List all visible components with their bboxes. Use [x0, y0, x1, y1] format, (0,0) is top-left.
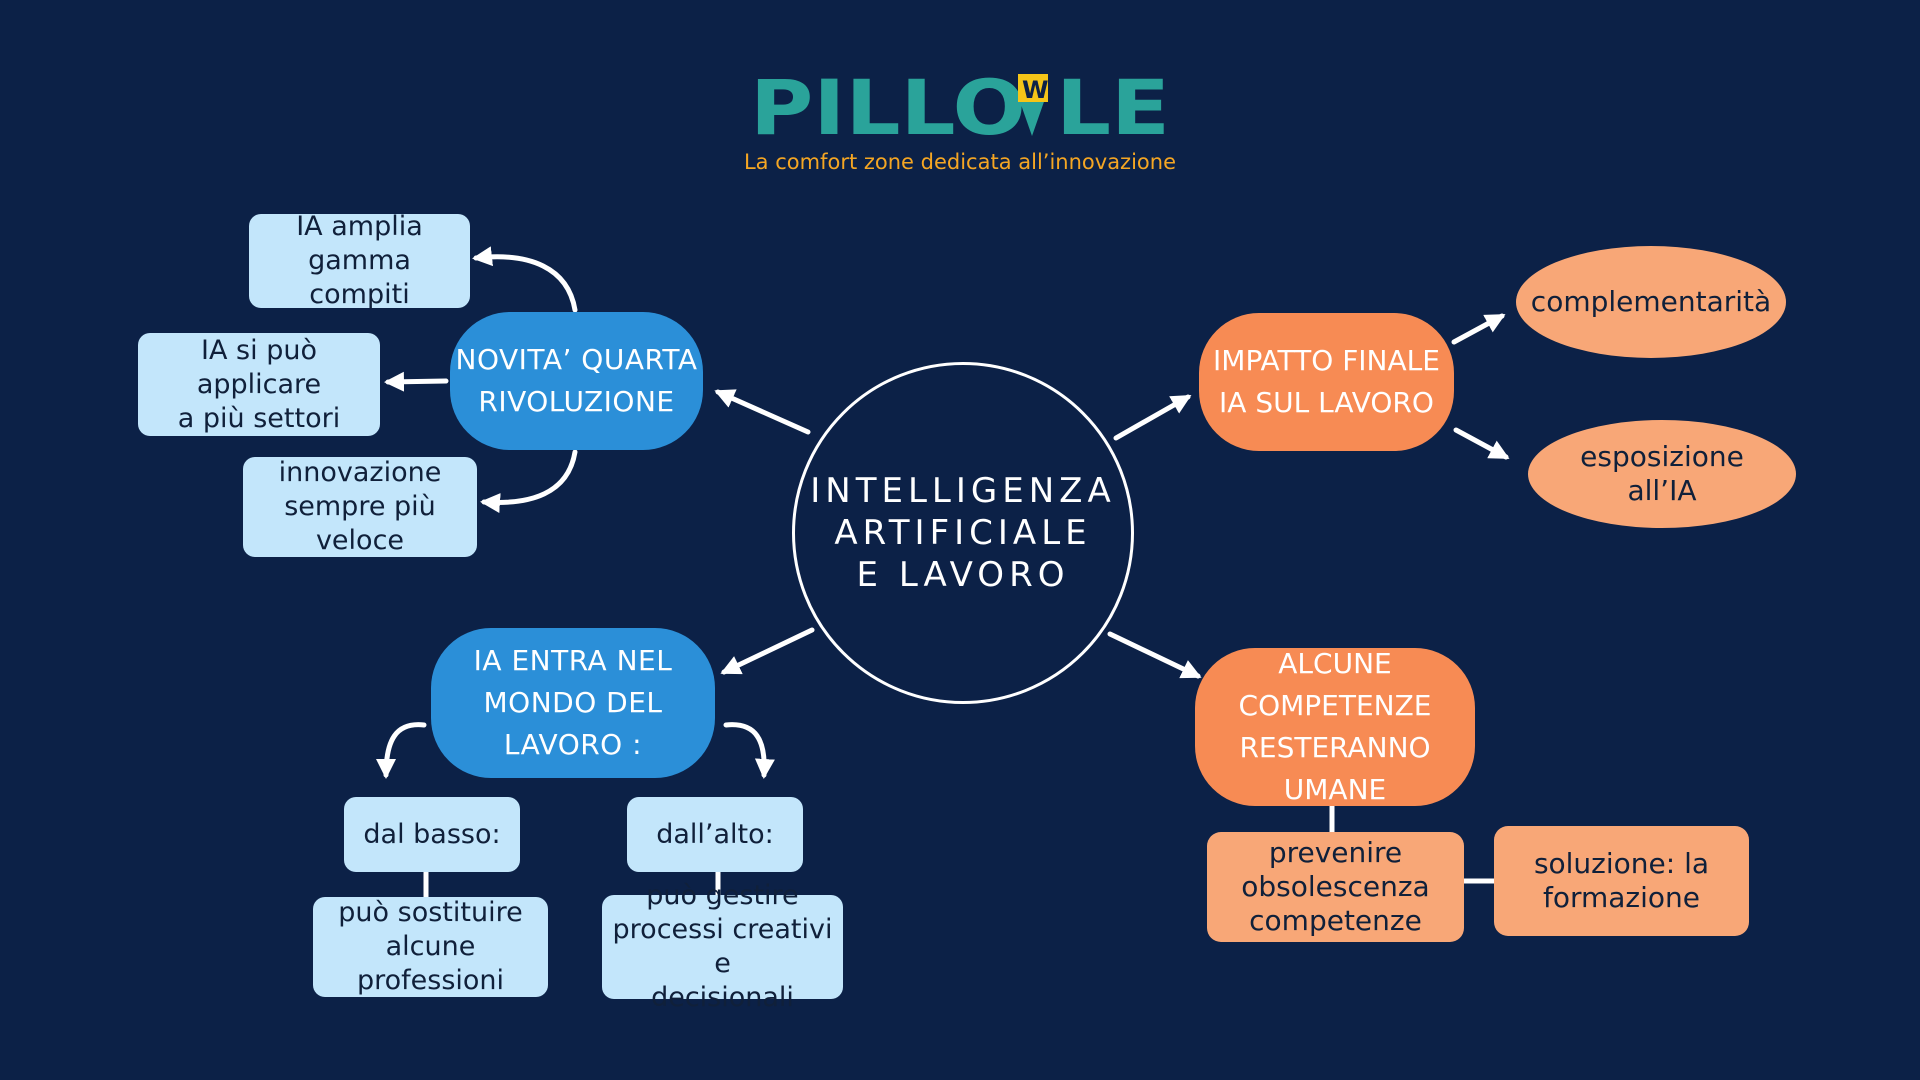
node-esposizione-ia: esposizione all’IA: [1528, 420, 1796, 528]
node-innovazione-veloce: innovazione sempre più veloce: [243, 457, 477, 557]
arrow-entra-to-alto: [723, 722, 775, 779]
arrow-center-to-competenze: [1107, 631, 1202, 679]
svg-text:W: W: [1022, 76, 1048, 104]
node-dall-alto: dall’alto:: [627, 797, 803, 872]
arrow-impatto-to-complementarita: [1451, 313, 1506, 345]
node-dall-alto-detail: può gestire processi creativi e decision…: [602, 880, 843, 1013]
node-complementarita: complementarità: [1516, 246, 1786, 358]
node-ia-applicare-settori: IA si può applicare a più settori: [138, 333, 380, 436]
arrow-novita-to-innovazione: [480, 449, 578, 514]
pillowle-logo: PILLO LE W: [750, 66, 1170, 146]
node-dal-basso: dal basso:: [344, 797, 520, 872]
node-soluzione-formazione: soluzione: la formazione: [1494, 826, 1749, 936]
arrow-impatto-to-esposizione: [1453, 427, 1510, 460]
brand-tagline: La comfort zone dedicata all’innovazione: [743, 150, 1176, 174]
arrow-novita-to-settori: [384, 371, 449, 392]
node-novita-quarta-rivoluzione: NOVITA’ QUARTA RIVOLUZIONE: [450, 312, 703, 450]
arrow-center-to-novita: [714, 389, 811, 435]
arrow-novita-to-amplia: [472, 246, 578, 313]
node-dal-basso-detail: può sostituire alcune professioni: [313, 897, 548, 997]
node-ia-entra-mondo-lavoro: IA ENTRA NEL MONDO DEL LAVORO :: [431, 628, 715, 778]
arrow-entra-to-basso: [376, 722, 427, 779]
node-impatto-finale: IMPATTO FINALE IA SUL LAVORO: [1199, 313, 1454, 451]
arrow-center-to-impatto: [1113, 394, 1192, 441]
node-prevenire-obsolescenza: prevenire obsolescenza competenze: [1207, 832, 1464, 942]
arrow-center-to-entra: [720, 627, 815, 675]
node-ia-amplia-gamma-compiti: IA amplia gamma compiti: [249, 211, 470, 310]
central-topic: INTELLIGENZA ARTIFICIALE E LAVORO: [792, 362, 1134, 704]
svg-text:PILLO LE: PILLO LE: [750, 66, 1170, 146]
node-alcune-competenze-umane: ALCUNE COMPETENZE RESTERANNO UMANE: [1195, 647, 1475, 806]
